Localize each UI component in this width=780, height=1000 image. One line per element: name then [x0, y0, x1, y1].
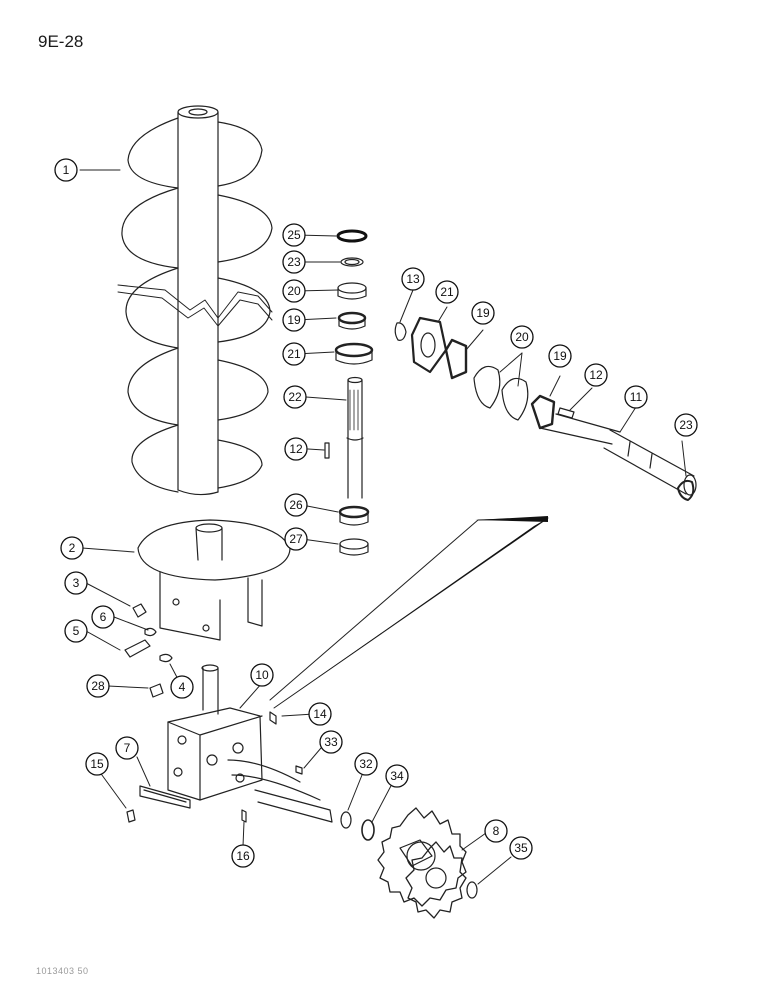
svg-text:13: 13 — [406, 272, 420, 286]
svg-text:27: 27 — [289, 532, 303, 546]
callout-27: 27 — [284, 527, 308, 551]
svg-text:10: 10 — [255, 668, 269, 682]
svg-text:20: 20 — [287, 284, 301, 298]
callout-23-horizontal: 23 — [674, 413, 698, 437]
svg-text:7: 7 — [124, 741, 131, 755]
callout-11: 11 — [624, 385, 648, 409]
callout-10: 10 — [250, 663, 274, 687]
svg-text:6: 6 — [100, 610, 107, 624]
svg-text:28: 28 — [91, 679, 105, 693]
callout-28: 28 — [86, 674, 110, 698]
callout-2: 2 — [60, 536, 84, 560]
callout-16: 16 — [231, 844, 255, 868]
svg-text:22: 22 — [288, 390, 302, 404]
callout-26: 26 — [284, 493, 308, 517]
svg-text:21: 21 — [440, 285, 454, 299]
svg-text:2: 2 — [69, 541, 76, 555]
detail-indicator-wedge — [269, 516, 549, 709]
svg-text:23: 23 — [287, 255, 301, 269]
callout-32: 32 — [354, 752, 378, 776]
callout-21-horizontal: 21 — [435, 280, 459, 304]
svg-text:8: 8 — [493, 824, 500, 838]
callout-8: 8 — [484, 819, 508, 843]
svg-text:3: 3 — [73, 576, 80, 590]
svg-text:4: 4 — [179, 680, 186, 694]
callout-21-vertical: 21 — [282, 342, 306, 366]
svg-text:35: 35 — [514, 841, 528, 855]
sprocket-drawing — [340, 807, 478, 919]
svg-text:5: 5 — [73, 624, 80, 638]
callout-12-horizontal: 12 — [584, 363, 608, 387]
callout-14: 14 — [308, 702, 332, 726]
vertical-shaft-stack-drawing — [324, 229, 374, 556]
callout-35: 35 — [509, 836, 533, 860]
callout-12-vertical: 12 — [284, 437, 308, 461]
callout-25: 25 — [282, 223, 306, 247]
callout-1: 1 — [54, 158, 78, 182]
svg-text:16: 16 — [236, 849, 250, 863]
page-id: 9E-28 — [38, 32, 84, 51]
svg-text:19: 19 — [553, 349, 567, 363]
callout-34: 34 — [385, 764, 409, 788]
svg-text:19: 19 — [287, 313, 301, 327]
callout-6: 6 — [91, 605, 115, 629]
callout-7: 7 — [115, 736, 139, 760]
svg-text:33: 33 — [324, 735, 338, 749]
svg-text:12: 12 — [589, 368, 603, 382]
svg-text:23: 23 — [679, 418, 693, 432]
auger-drawing — [117, 105, 273, 496]
callout-13: 13 — [401, 267, 425, 291]
svg-text:26: 26 — [289, 498, 303, 512]
callout-5: 5 — [64, 619, 88, 643]
svg-text:12: 12 — [289, 442, 303, 456]
callout-15: 15 — [85, 752, 109, 776]
cone-pan-drawing — [137, 519, 291, 641]
callout-20-horizontal: 20 — [510, 325, 534, 349]
callout-33: 33 — [319, 730, 343, 754]
callout-19-vertical: 19 — [282, 308, 306, 332]
svg-text:11: 11 — [630, 390, 643, 404]
svg-text:14: 14 — [313, 707, 327, 721]
gearbox-drawing — [167, 664, 333, 823]
svg-text:25: 25 — [287, 228, 301, 242]
callout-3: 3 — [64, 571, 88, 595]
film-code: 1013403 50 — [36, 966, 89, 976]
svg-text:19: 19 — [476, 306, 490, 320]
callout-23-vertical: 23 — [282, 250, 306, 274]
svg-text:21: 21 — [287, 347, 301, 361]
shim-drawing — [126, 785, 191, 823]
svg-text:34: 34 — [390, 769, 404, 783]
leader-lines — [79, 169, 687, 885]
horizontal-shaft-assembly-drawing — [394, 316, 697, 501]
callout-4: 4 — [170, 675, 194, 699]
svg-text:15: 15 — [90, 757, 104, 771]
callout-19-gear: 19 — [471, 301, 495, 325]
svg-text:20: 20 — [515, 330, 529, 344]
fastener-drawings — [124, 603, 173, 698]
svg-text:32: 32 — [359, 757, 373, 771]
callout-22: 22 — [283, 385, 307, 409]
callout-19-shaft: 19 — [548, 344, 572, 368]
callout-layer: 1 2 3 4 5 6 7 8 10 11 12 12 13 14 15 16 … — [54, 158, 698, 868]
svg-text:1: 1 — [63, 163, 70, 177]
callout-20-vertical: 20 — [282, 279, 306, 303]
